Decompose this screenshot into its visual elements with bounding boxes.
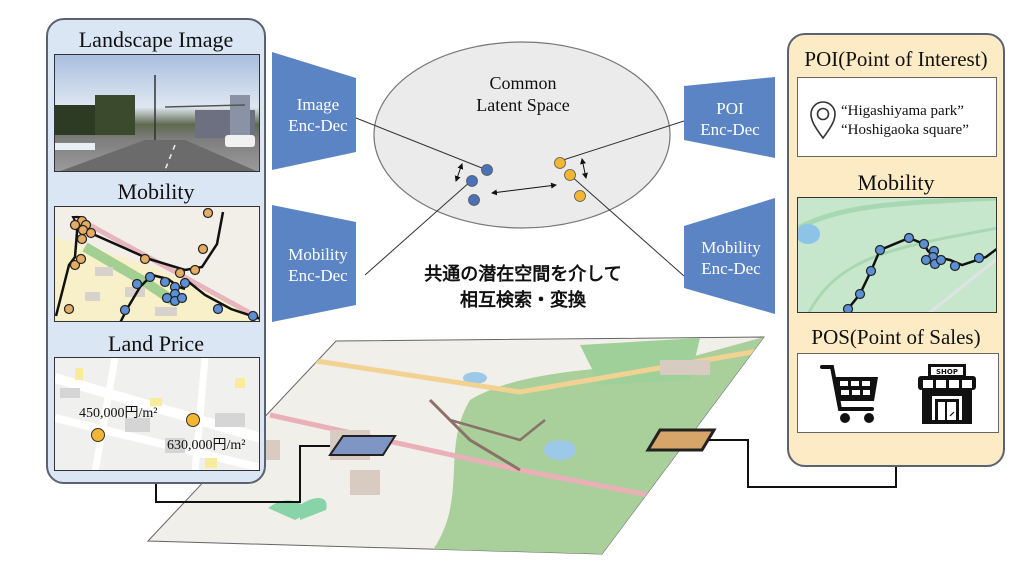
mobility-encoder-right-label: Mobility Enc-Dec [688, 237, 774, 279]
poi-encoder-label-line2: Enc-Dec [700, 120, 760, 139]
landscape-photo [54, 54, 260, 172]
poi-title: POI(Point of Interest) [804, 47, 988, 71]
latent-title-line2: Latent Space [476, 95, 570, 115]
land-price-title: Land Price [108, 331, 204, 356]
mobility-encoder-left-label: Mobility Enc-Dec [276, 244, 360, 286]
japanese-caption: 共通の潜在空間を介して 相互検索・変換 [398, 262, 648, 314]
latent-point-yellow [574, 190, 586, 202]
poi-box [797, 77, 997, 157]
land-region-right [645, 428, 717, 452]
pos-title: POS(Point of Sales) [811, 325, 981, 349]
image-encoder-label-line1: Image [296, 95, 340, 114]
mobility-map-right [797, 197, 997, 313]
image-encoder-label: Image Enc-Dec [280, 94, 356, 136]
mobility-title-right: Mobility [857, 170, 935, 195]
image-encoder-block [272, 52, 356, 170]
latent-point-blue [468, 194, 480, 206]
land-price-label-2: 630,000円/m² [167, 438, 246, 453]
poi-encoder-label: POI Enc-Dec [688, 98, 772, 140]
land-price-label-1: 450,000円/m² [79, 406, 158, 421]
shop-sign-text: SHOP [936, 368, 958, 376]
latent-point-blue [466, 175, 478, 187]
map-pin-icon [810, 101, 836, 140]
shop-icon: SHOP [918, 364, 976, 424]
caption-line1: 共通の潜在空間を介して [424, 264, 622, 285]
image-encoder-label-line2: Enc-Dec [288, 116, 348, 135]
latent-point-yellow [564, 169, 576, 181]
latent-point-blue [481, 164, 493, 176]
land-region-left [328, 435, 397, 456]
poi-encoder-label-line1: POI [716, 99, 744, 118]
caption-line2: 相互検索・変換 [460, 290, 586, 311]
pos-box: SHOP [797, 353, 999, 433]
latent-space-title: Common Latent Space [448, 72, 598, 116]
landscape-image-title: Landscape Image [78, 27, 234, 52]
mobility-encoder-left-block [272, 205, 356, 322]
land-price-map: 450,000円/m² 630,000円/m² [54, 357, 260, 471]
mobility-encoder-left-line1: Mobility [288, 245, 348, 264]
latent-point-yellow [554, 157, 566, 169]
connector-left [155, 445, 330, 503]
poi-name-2: “Hoshigaoka square” [841, 122, 969, 138]
mobility-encoder-right-block [684, 198, 775, 314]
left-data-panel: Landscape Image Mobility [46, 18, 266, 484]
mobility-map-left [54, 206, 260, 322]
mobility-encoder-left-line2: Enc-Dec [288, 266, 348, 285]
mobility-title-left: Mobility [117, 179, 195, 204]
mobility-encoder-right-line1: Mobility [701, 238, 761, 257]
mobility-encoder-right-line2: Enc-Dec [701, 259, 761, 278]
poi-name-1: “Higashiyama park” [841, 103, 964, 119]
common-latent-space [373, 41, 671, 229]
right-data-panel: POI(Point of Interest) “Higashiyama park… [787, 33, 1005, 467]
poi-encoder-block [684, 77, 775, 158]
shopping-cart-icon [820, 365, 878, 423]
poi-names: “Higashiyama park” “Hoshigaoka square” [841, 102, 969, 140]
connector-right [709, 439, 897, 488]
latent-title-line1: Common [489, 73, 557, 93]
